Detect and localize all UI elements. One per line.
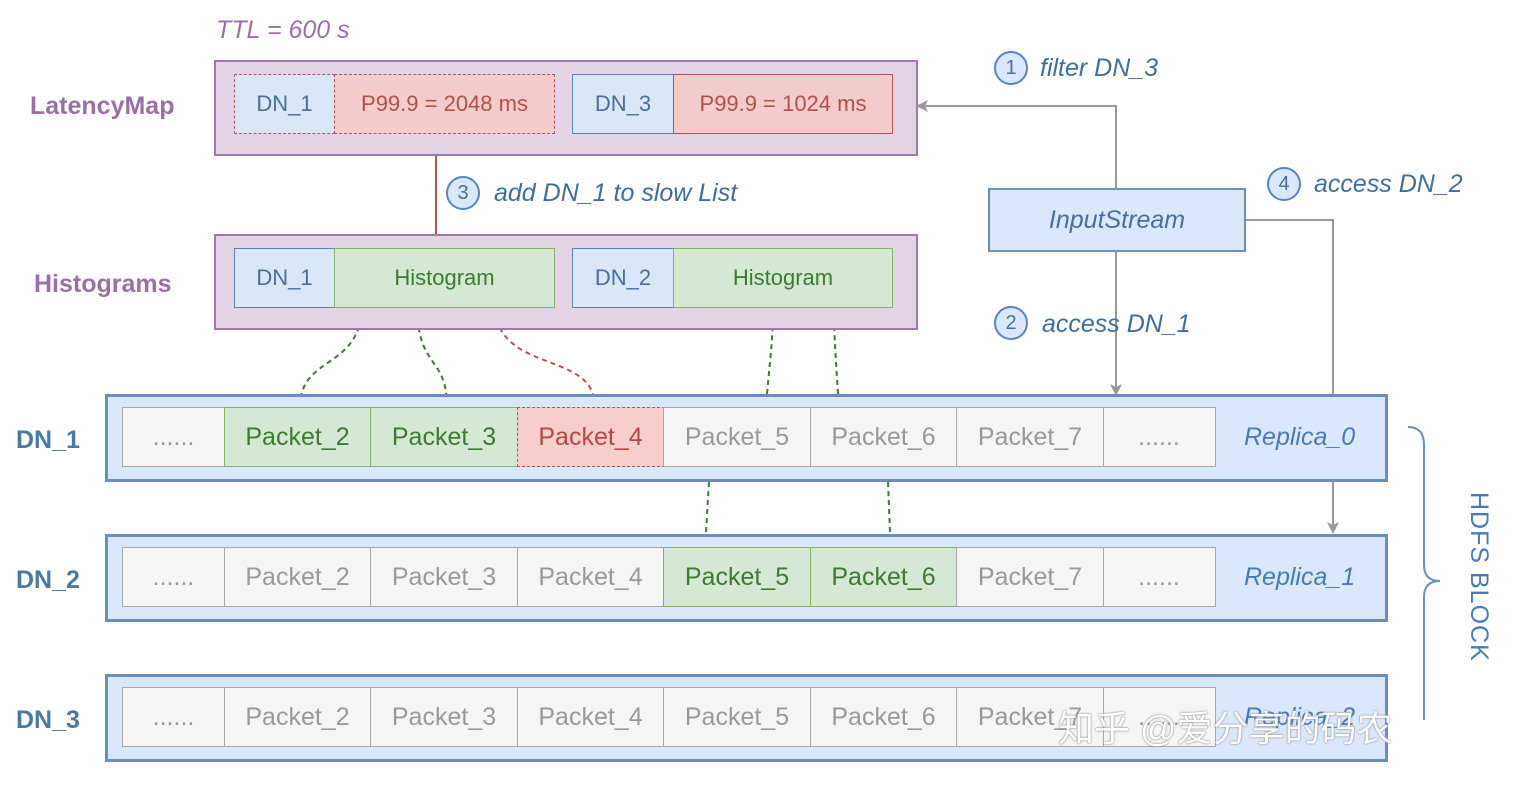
histogram-dn1-value: Histogram <box>334 248 555 308</box>
packet-cell: Packet_2 <box>223 407 372 467</box>
watermark: 知乎 @爱分享的码农 <box>1058 708 1393 749</box>
packet-cell: Packet_3 <box>370 407 518 467</box>
packet-cell: Packet_3 <box>370 547 518 607</box>
packet-cell: ...... <box>1102 687 1216 747</box>
step-2-text: access DN_1 <box>1042 310 1191 338</box>
packet-cell: Packet_7 <box>956 687 1104 747</box>
packet-cell: Packet_2 <box>223 687 372 747</box>
step-2-badge: 2 <box>994 306 1028 340</box>
packet-cell: Packet_7 <box>956 547 1104 607</box>
packet-cell: Packet_6 <box>809 547 958 607</box>
packet-cell: Packet_5 <box>663 547 811 607</box>
packet-cell: Packet_5 <box>663 407 811 467</box>
packet-cell: ...... <box>1102 407 1216 467</box>
packet-cell: ...... <box>1102 547 1216 607</box>
packet-cell: ...... <box>122 687 225 747</box>
latency-dn1-key: DN_1 <box>234 74 335 134</box>
step-3-badge: 3 <box>446 176 480 210</box>
packet-cell: Packet_5 <box>663 687 811 747</box>
step-1-text: filter DN_3 <box>1040 54 1159 82</box>
step-1-badge: 1 <box>994 51 1028 85</box>
row-label-dn2: DN_2 <box>16 566 80 594</box>
step-4-badge: 4 <box>1267 167 1301 201</box>
packet-cell: Packet_7 <box>956 407 1104 467</box>
histogram-dn2-key: DN_2 <box>572 248 674 308</box>
packet-strip-dn1: ...... Packet_2 Packet_3 Packet_4 Packet… <box>122 407 1216 467</box>
replica-label-1: Replica_1 <box>1244 563 1356 591</box>
packet-strip-dn2: ...... Packet_2 Packet_3 Packet_4 Packet… <box>122 547 1216 607</box>
replica-label-2: Replica_2 <box>1244 703 1356 731</box>
input-stream: InputStream <box>988 188 1246 252</box>
replica-label-0: Replica_0 <box>1244 423 1356 451</box>
hdfs-brace <box>1407 426 1441 720</box>
row-label-dn1: DN_1 <box>16 426 80 454</box>
packet-cell: Packet_4 <box>516 407 665 467</box>
packet-cell: Packet_4 <box>516 547 665 607</box>
arrow-filter-dn3 <box>916 100 1117 188</box>
packet-cell: ...... <box>122 547 225 607</box>
packet-cell: Packet_6 <box>809 687 958 747</box>
packet-cell: Packet_4 <box>516 687 665 747</box>
latency-dn1-value: P99.9 = 2048 ms <box>334 74 555 134</box>
packet-cell: ...... <box>122 407 225 467</box>
hdfs-block-label: HDFS BLOCK <box>1465 492 1493 662</box>
histograms-label: Histograms <box>34 270 172 298</box>
histogram-dn1-key: DN_1 <box>234 248 335 308</box>
arrow-packet3-hist <box>411 305 448 408</box>
latency-map-label: LatencyMap <box>30 92 175 120</box>
latency-dn3-key: DN_3 <box>572 74 674 134</box>
arrow-packet6-hist <box>834 307 891 533</box>
packet-cell: Packet_6 <box>809 407 958 467</box>
arrow-packet5-hist <box>705 307 773 533</box>
step-4-text: access DN_2 <box>1314 170 1463 198</box>
arrow-access-dn2 <box>1246 219 1339 534</box>
packet-cell: Packet_3 <box>370 687 518 747</box>
row-label-dn3: DN_3 <box>16 706 80 734</box>
histogram-dn2-value: Histogram <box>673 248 893 308</box>
ttl-label: TTL = 600 s <box>216 16 350 44</box>
latency-dn3-value: P99.9 = 1024 ms <box>673 74 893 134</box>
packet-cell: Packet_2 <box>223 547 372 607</box>
arrow-packet2-hist <box>299 305 368 408</box>
step-3-text: add DN_1 to slow List <box>494 179 738 207</box>
packet-strip-dn3: ...... Packet_2 Packet_3 Packet_4 Packet… <box>122 687 1216 747</box>
